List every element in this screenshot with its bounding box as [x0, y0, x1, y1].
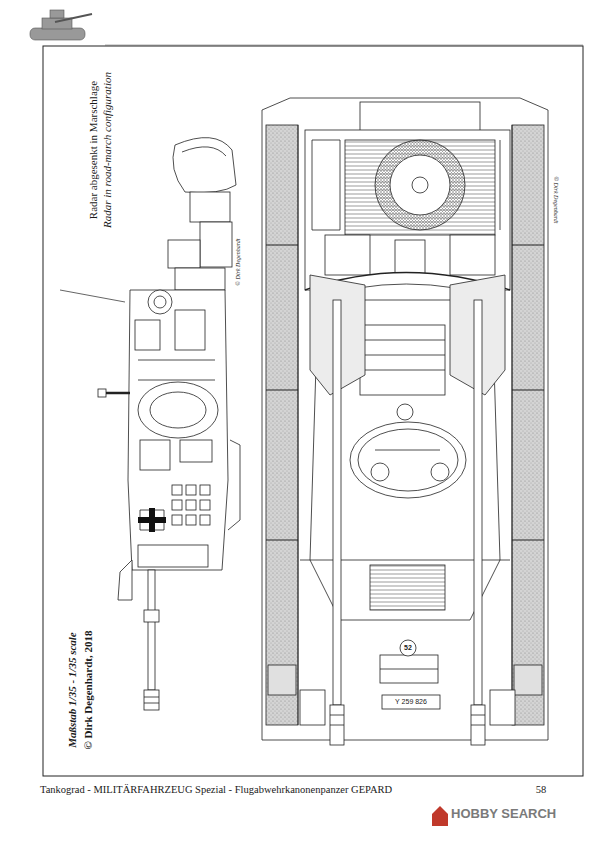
- header-rule: [105, 45, 583, 46]
- registration-plate: [382, 695, 440, 709]
- view-title-en: Radar in road-march configuration: [101, 72, 113, 228]
- side-view: [60, 138, 240, 710]
- top-view: [262, 98, 548, 745]
- page-number: 58: [536, 784, 547, 796]
- tactical-number: 52: [404, 644, 412, 652]
- national-cross: [138, 508, 166, 532]
- tactical-number-disc: [400, 640, 416, 656]
- signature: © Dirk Degenhardt: [235, 239, 242, 286]
- signature: © Dirk Degenhardt: [553, 177, 560, 224]
- copyright-note: © Dirk Degenhardt, 2018: [82, 631, 94, 750]
- smoke-launchers: [172, 485, 210, 525]
- registration-number: Y 259 826: [395, 698, 427, 706]
- watermark: HOBBY SEARCH: [451, 807, 556, 821]
- right-track: [512, 125, 544, 725]
- watermark-logo: [432, 806, 448, 826]
- scale-note: Maßstab 1/35 - 1/35 scale: [66, 632, 78, 748]
- running-footer: Tankograd - MILITÄRFAHRZEUG Spezial - Fl…: [40, 784, 392, 796]
- header-tank-icon: [30, 10, 92, 40]
- view-title: Radar abgesenkt in Marschlage: [87, 81, 99, 219]
- drawing-frame: [43, 46, 583, 776]
- left-track: [266, 125, 298, 725]
